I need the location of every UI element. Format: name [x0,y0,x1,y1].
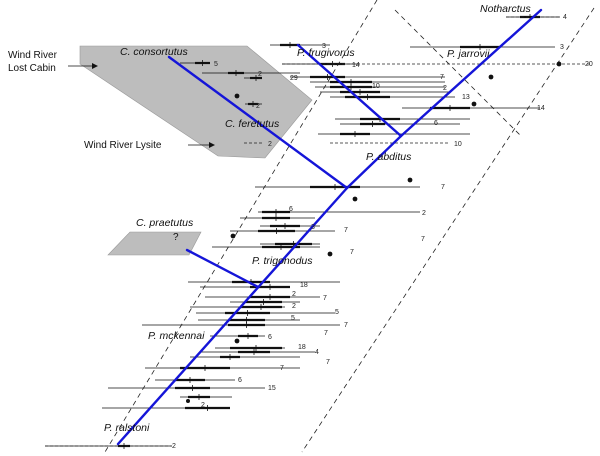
lineage-lines [116,8,543,446]
sample-count: 2 [443,85,447,92]
sample-count: 29 [290,75,298,82]
sample-dot [471,101,477,107]
sample-count: 2 [268,141,272,148]
sample-count: 7 [326,359,330,366]
sample-dot [488,74,494,80]
sample-count: 2 [256,103,260,110]
lineage-to-notharctus [399,8,543,138]
label-lost-cabin: Lost Cabin [8,63,56,74]
label-p-frugivorus: P. frugivorus [297,47,355,59]
sample-count: 7 [440,74,444,81]
inner-band-border [394,9,521,136]
sample-count: 7 [350,249,354,256]
sample-count: 7 [323,295,327,302]
label-notharctus: Notharctus [480,3,532,15]
sample-dot [234,93,240,99]
sample-count: 4 [563,14,567,21]
label-c-praetutus: C. praetutus [136,217,194,229]
stratigraphic-ranges [45,14,560,449]
sample-count: 14 [537,105,545,112]
sample-dot [234,338,240,344]
lineage-main-lower [116,186,349,446]
sample-count: 2 [258,71,262,78]
right-band-border [301,7,595,453]
sample-count: 3 [322,43,326,50]
lost-cabin-zone [79,45,313,159]
arrow-head [209,142,215,148]
sample-count: 15 [268,385,276,392]
sample-count: 7 [344,322,348,329]
lineage-to-praetutus [185,248,260,289]
band-borders [104,0,595,453]
label-p-mckennai: P. mckennai [148,330,205,342]
label-c-consortutus: C. consortutus [120,46,188,58]
lineage-to-frugivorus [296,43,403,138]
sample-count: 7 [324,330,328,337]
sample-count: 2 [172,443,176,450]
sample-count: 10 [372,83,380,90]
sample-count: 20 [585,61,593,68]
label-p-jarrovii: P. jarrovii [447,48,490,60]
sample-count: 4 [315,349,319,356]
sample-count: 6 [268,334,272,341]
sample-count: 7 [344,227,348,234]
taxon-labels: Notharctus C. consortutus P. frugivorus … [104,3,532,434]
sample-count: 10 [454,141,462,148]
sample-count: 3 [560,44,564,51]
sample-count: 2 [422,210,426,217]
sample-dot [407,177,413,183]
label-wind-river-lysite: Wind River Lysite [84,140,162,151]
sample-count: 3 [311,224,315,231]
sample-count: 14 [352,62,360,69]
locality-labels: Wind River Lost Cabin Wind River Lysite [8,50,215,151]
sample-count: 7 [441,184,445,191]
left-band-border [104,0,378,453]
lineage-main-middle [345,134,403,190]
label-c-feretutus: C. feretutus [225,118,280,130]
sample-count: 2 [292,303,296,310]
sample-dot [556,61,562,67]
label-p-ralstoni: P. ralstoni [104,422,150,434]
sample-count: 2 [292,291,296,298]
sample-count: 6 [289,206,293,213]
sample-count: 6 [434,120,438,127]
sample-dot [327,251,333,257]
sample-count: 18 [298,344,306,351]
sample-dots [186,61,562,403]
sample-dot [230,233,236,239]
sample-count: 18 [300,282,308,289]
sample-count: 7 [421,236,425,243]
question-mark: ? [173,232,179,243]
label-p-trigonodus: P. trigonodus [252,255,313,267]
label-p-abditus: P. abditus [366,151,412,163]
praetutus-zone [107,231,202,256]
sample-count: 5 [214,61,218,68]
sample-count: 13 [462,94,470,101]
sample-dot [352,196,358,202]
sample-count: 2 [201,402,205,409]
lineage-to-consortutus [167,55,349,190]
label-wind-river: Wind River [8,50,58,61]
sample-count: 6 [238,377,242,384]
arrow-head [92,63,98,69]
sample-dot [186,399,190,403]
sample-count: 5 [291,315,295,322]
sample-count: 7 [280,365,284,372]
sample-count: 5 [335,309,339,316]
